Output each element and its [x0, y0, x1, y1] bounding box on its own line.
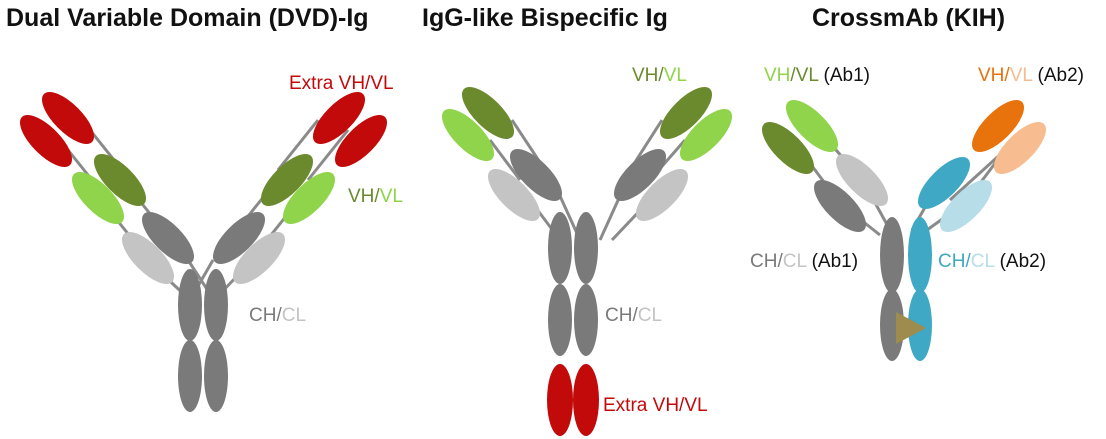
panel-title-crossmab-kih: CrossmAb (KIH)	[812, 4, 1006, 32]
linker	[276, 119, 320, 171]
label-ch-cl-dvd: CH/CL	[249, 305, 306, 327]
label-vh-vl-ab2: VH/VL (Ab2)	[978, 65, 1084, 87]
label-ch: CH	[750, 251, 778, 272]
label-vh: VH	[764, 65, 791, 86]
vl-domain	[442, 108, 494, 161]
ch1-domain	[510, 148, 562, 201]
ab2-vl-domain	[994, 122, 1046, 174]
label-extra-vh-vl-dvd: Extra VH/VL	[289, 73, 394, 95]
label-vh-vl-bispecific: VH/VL	[632, 65, 687, 87]
extra-vl-domain	[335, 115, 387, 167]
label-vh: VH	[348, 186, 375, 207]
extra-vl-domain	[19, 115, 72, 167]
ab2-ch2-domain	[908, 217, 932, 293]
ab1-cl-domain	[836, 154, 888, 206]
extra-vh-domain	[42, 92, 94, 144]
label-slash: /	[1004, 65, 1010, 86]
label-vh-vl-ab1: VH/VL (Ab1)	[764, 65, 870, 87]
vh-domain	[261, 154, 313, 206]
label-ch-slash: /	[777, 251, 783, 272]
label-ab2-suffix: (Ab2)	[994, 251, 1047, 272]
vh-domain	[462, 87, 514, 139]
panel-title-dvd-ig: Dual Variable Domain (DVD)-Ig	[6, 4, 369, 32]
linker	[306, 129, 350, 181]
label-vl: VL	[795, 65, 819, 86]
label-ch-cl-bispecific: CH/CL	[605, 305, 662, 327]
ch2-domain	[574, 212, 598, 284]
ch3-domain	[178, 340, 202, 412]
label-extra-vl: VL	[370, 73, 394, 94]
label-cl: CL	[637, 305, 663, 326]
ch3-domain	[204, 340, 228, 412]
label-slash: /	[658, 65, 664, 86]
extra-vl-domain	[573, 364, 599, 436]
label-vh: VH	[632, 65, 659, 86]
label-vl: VL	[379, 186, 403, 207]
label-extra-word: Extra	[289, 73, 334, 94]
label-extra-vl: VL	[684, 395, 708, 416]
ab1-vl-domain	[786, 100, 838, 152]
ab2-vh-domain	[972, 100, 1024, 152]
panel-title-igg-like-bispecific: IgG-like Bispecific Ig	[422, 4, 668, 32]
cl-domain	[488, 168, 540, 221]
label-ch-cl-ab2: CH/CL (Ab2)	[938, 251, 1046, 273]
label-extra-word: Extra	[603, 395, 648, 416]
label-ab2-suffix: (Ab2)	[1032, 65, 1084, 86]
ch1-domain	[614, 149, 666, 201]
ch2-domain	[548, 212, 572, 284]
cl-domain	[233, 232, 285, 284]
ch1-domain	[213, 212, 265, 264]
ch1-domain	[142, 212, 194, 264]
extra-vh-domain	[313, 92, 365, 144]
label-ch: CH	[605, 305, 633, 326]
label-extra-vh: VH	[338, 73, 366, 94]
ch3-domain	[548, 284, 572, 356]
label-vl: VL	[663, 65, 687, 86]
ch2-domain	[204, 269, 228, 341]
ch2-domain	[178, 269, 202, 341]
vh-domain	[94, 154, 146, 206]
vl-domain	[680, 109, 732, 161]
label-ab1-suffix: (Ab1)	[818, 65, 870, 86]
ab1-ch3-domain	[880, 289, 904, 361]
label-ch: CH	[938, 251, 966, 272]
label-ch-slash: /	[965, 251, 971, 272]
ab1-vh-domain	[762, 121, 814, 174]
ab1-ch2-domain	[880, 217, 904, 293]
label-ab1-suffix: (Ab1)	[806, 251, 859, 272]
label-slash: /	[790, 65, 796, 86]
label-cl: CL	[782, 251, 807, 272]
label-ch-cl-ab1: CH/CL (Ab1)	[750, 251, 858, 273]
extra-vh-domain	[547, 364, 573, 436]
cl-domain	[636, 169, 688, 221]
ab2-cl-domain	[940, 180, 992, 232]
cl-domain	[122, 232, 174, 284]
linker	[488, 139, 522, 181]
vl-domain	[72, 172, 124, 224]
label-extra-vh: VH	[652, 395, 680, 416]
label-ch: CH	[249, 305, 277, 326]
label-ch-slash: /	[276, 305, 282, 326]
label-slash: /	[374, 186, 380, 207]
ch3-domain	[574, 284, 598, 356]
label-vl: VL	[1009, 65, 1033, 86]
label-vh: VH	[978, 65, 1005, 86]
label-extra-vh-vl-bispecific: Extra VH/VL	[603, 395, 708, 417]
label-extra-slash: /	[679, 395, 685, 416]
label-cl: CL	[281, 305, 307, 326]
label-extra-slash: /	[365, 73, 371, 94]
ab1-ch1-domain	[814, 180, 866, 232]
ab2-ch1-domain	[918, 157, 970, 209]
vh-domain	[660, 87, 712, 139]
label-vh-vl-dvd: VH/VL	[348, 186, 403, 208]
vl-domain	[283, 172, 335, 224]
knob-into-hole-marker	[896, 312, 926, 344]
label-ch-slash: /	[632, 305, 638, 326]
label-cl: CL	[970, 251, 995, 272]
